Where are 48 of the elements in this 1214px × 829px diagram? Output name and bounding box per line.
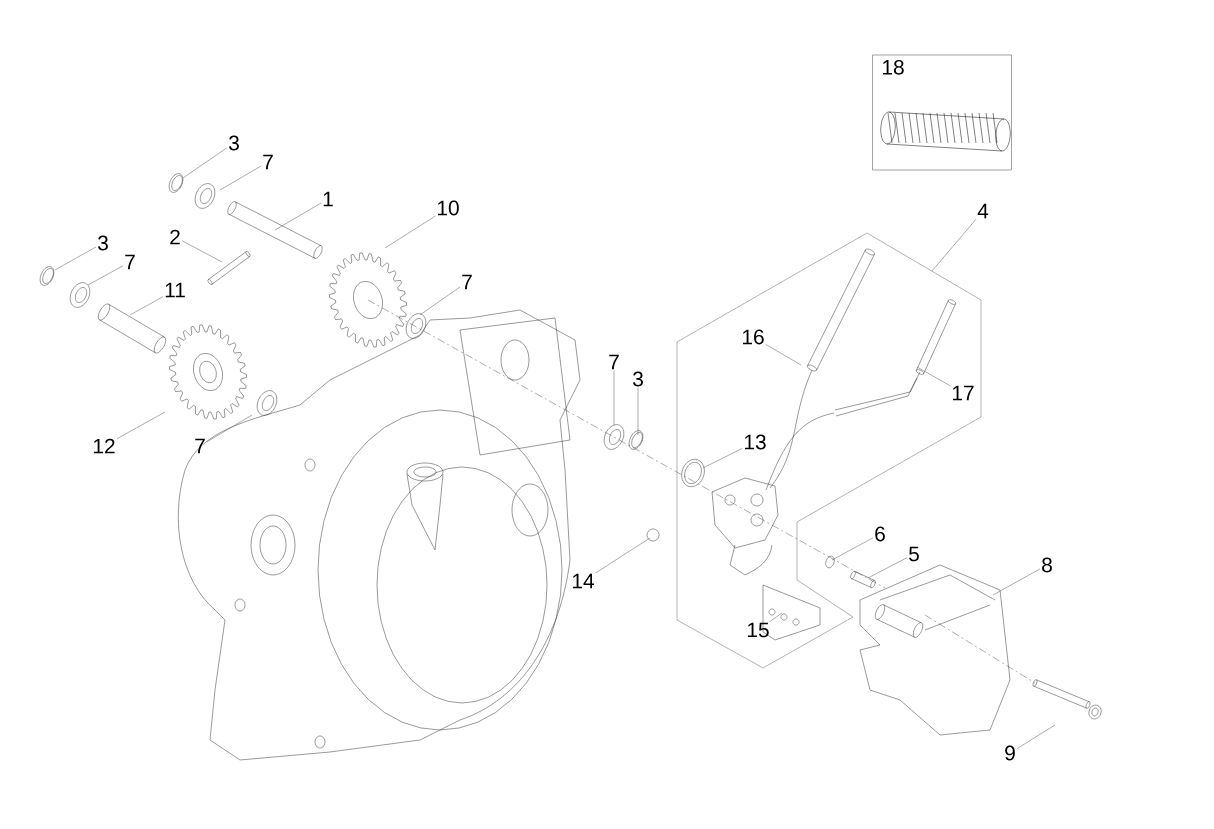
leader-line [867, 557, 908, 579]
leader-line [274, 202, 322, 231]
leader-line [181, 240, 223, 263]
leader-line [916, 366, 951, 386]
callout-number: 7 [125, 254, 135, 270]
leader-line [765, 344, 802, 366]
callout-number: 7 [609, 354, 619, 370]
callout-number: 3 [633, 371, 643, 387]
callout-number: 17 [952, 385, 974, 401]
callout-number: 2 [170, 229, 180, 245]
callout-number: 4 [977, 203, 989, 219]
callout-number: 5 [909, 546, 919, 562]
callout-number: 11 [165, 282, 185, 298]
leader-line [831, 537, 874, 561]
leader-line [931, 219, 977, 272]
leader-line [992, 568, 1041, 596]
leader-line [595, 537, 651, 573]
callout-number: 7 [263, 154, 273, 170]
leader-line [419, 286, 461, 316]
callout-number: 8 [1042, 557, 1052, 573]
callout-number: 14 [572, 573, 594, 589]
callout-number: 16 [742, 329, 764, 345]
callout-number: 3 [229, 135, 239, 151]
leader-line [116, 411, 166, 440]
leader-line [206, 414, 253, 443]
callout-number: 1 [323, 191, 333, 207]
leader-line [219, 165, 262, 191]
leader-line [182, 147, 228, 179]
leader-line [384, 215, 436, 249]
callout-number: 7 [462, 274, 472, 290]
callout-number: 3 [98, 235, 108, 251]
leader-line [1016, 724, 1056, 749]
leader-line [54, 246, 97, 271]
group-outline [676, 232, 982, 669]
callout-number: 10 [437, 200, 459, 216]
callout-number: 15 [747, 622, 769, 638]
leader-line [87, 265, 124, 286]
leader-line [613, 370, 615, 426]
leader-line [702, 448, 743, 469]
callout-number: 9 [1005, 745, 1015, 761]
leader-line [769, 612, 783, 622]
leader-line [129, 296, 164, 316]
callout-number: 6 [875, 526, 885, 542]
callout-number: 7 [195, 438, 205, 454]
leader-line [637, 387, 639, 436]
callout-number: 13 [744, 434, 766, 450]
inset-box: 18 [872, 54, 1012, 171]
callout-number: 12 [93, 438, 115, 454]
